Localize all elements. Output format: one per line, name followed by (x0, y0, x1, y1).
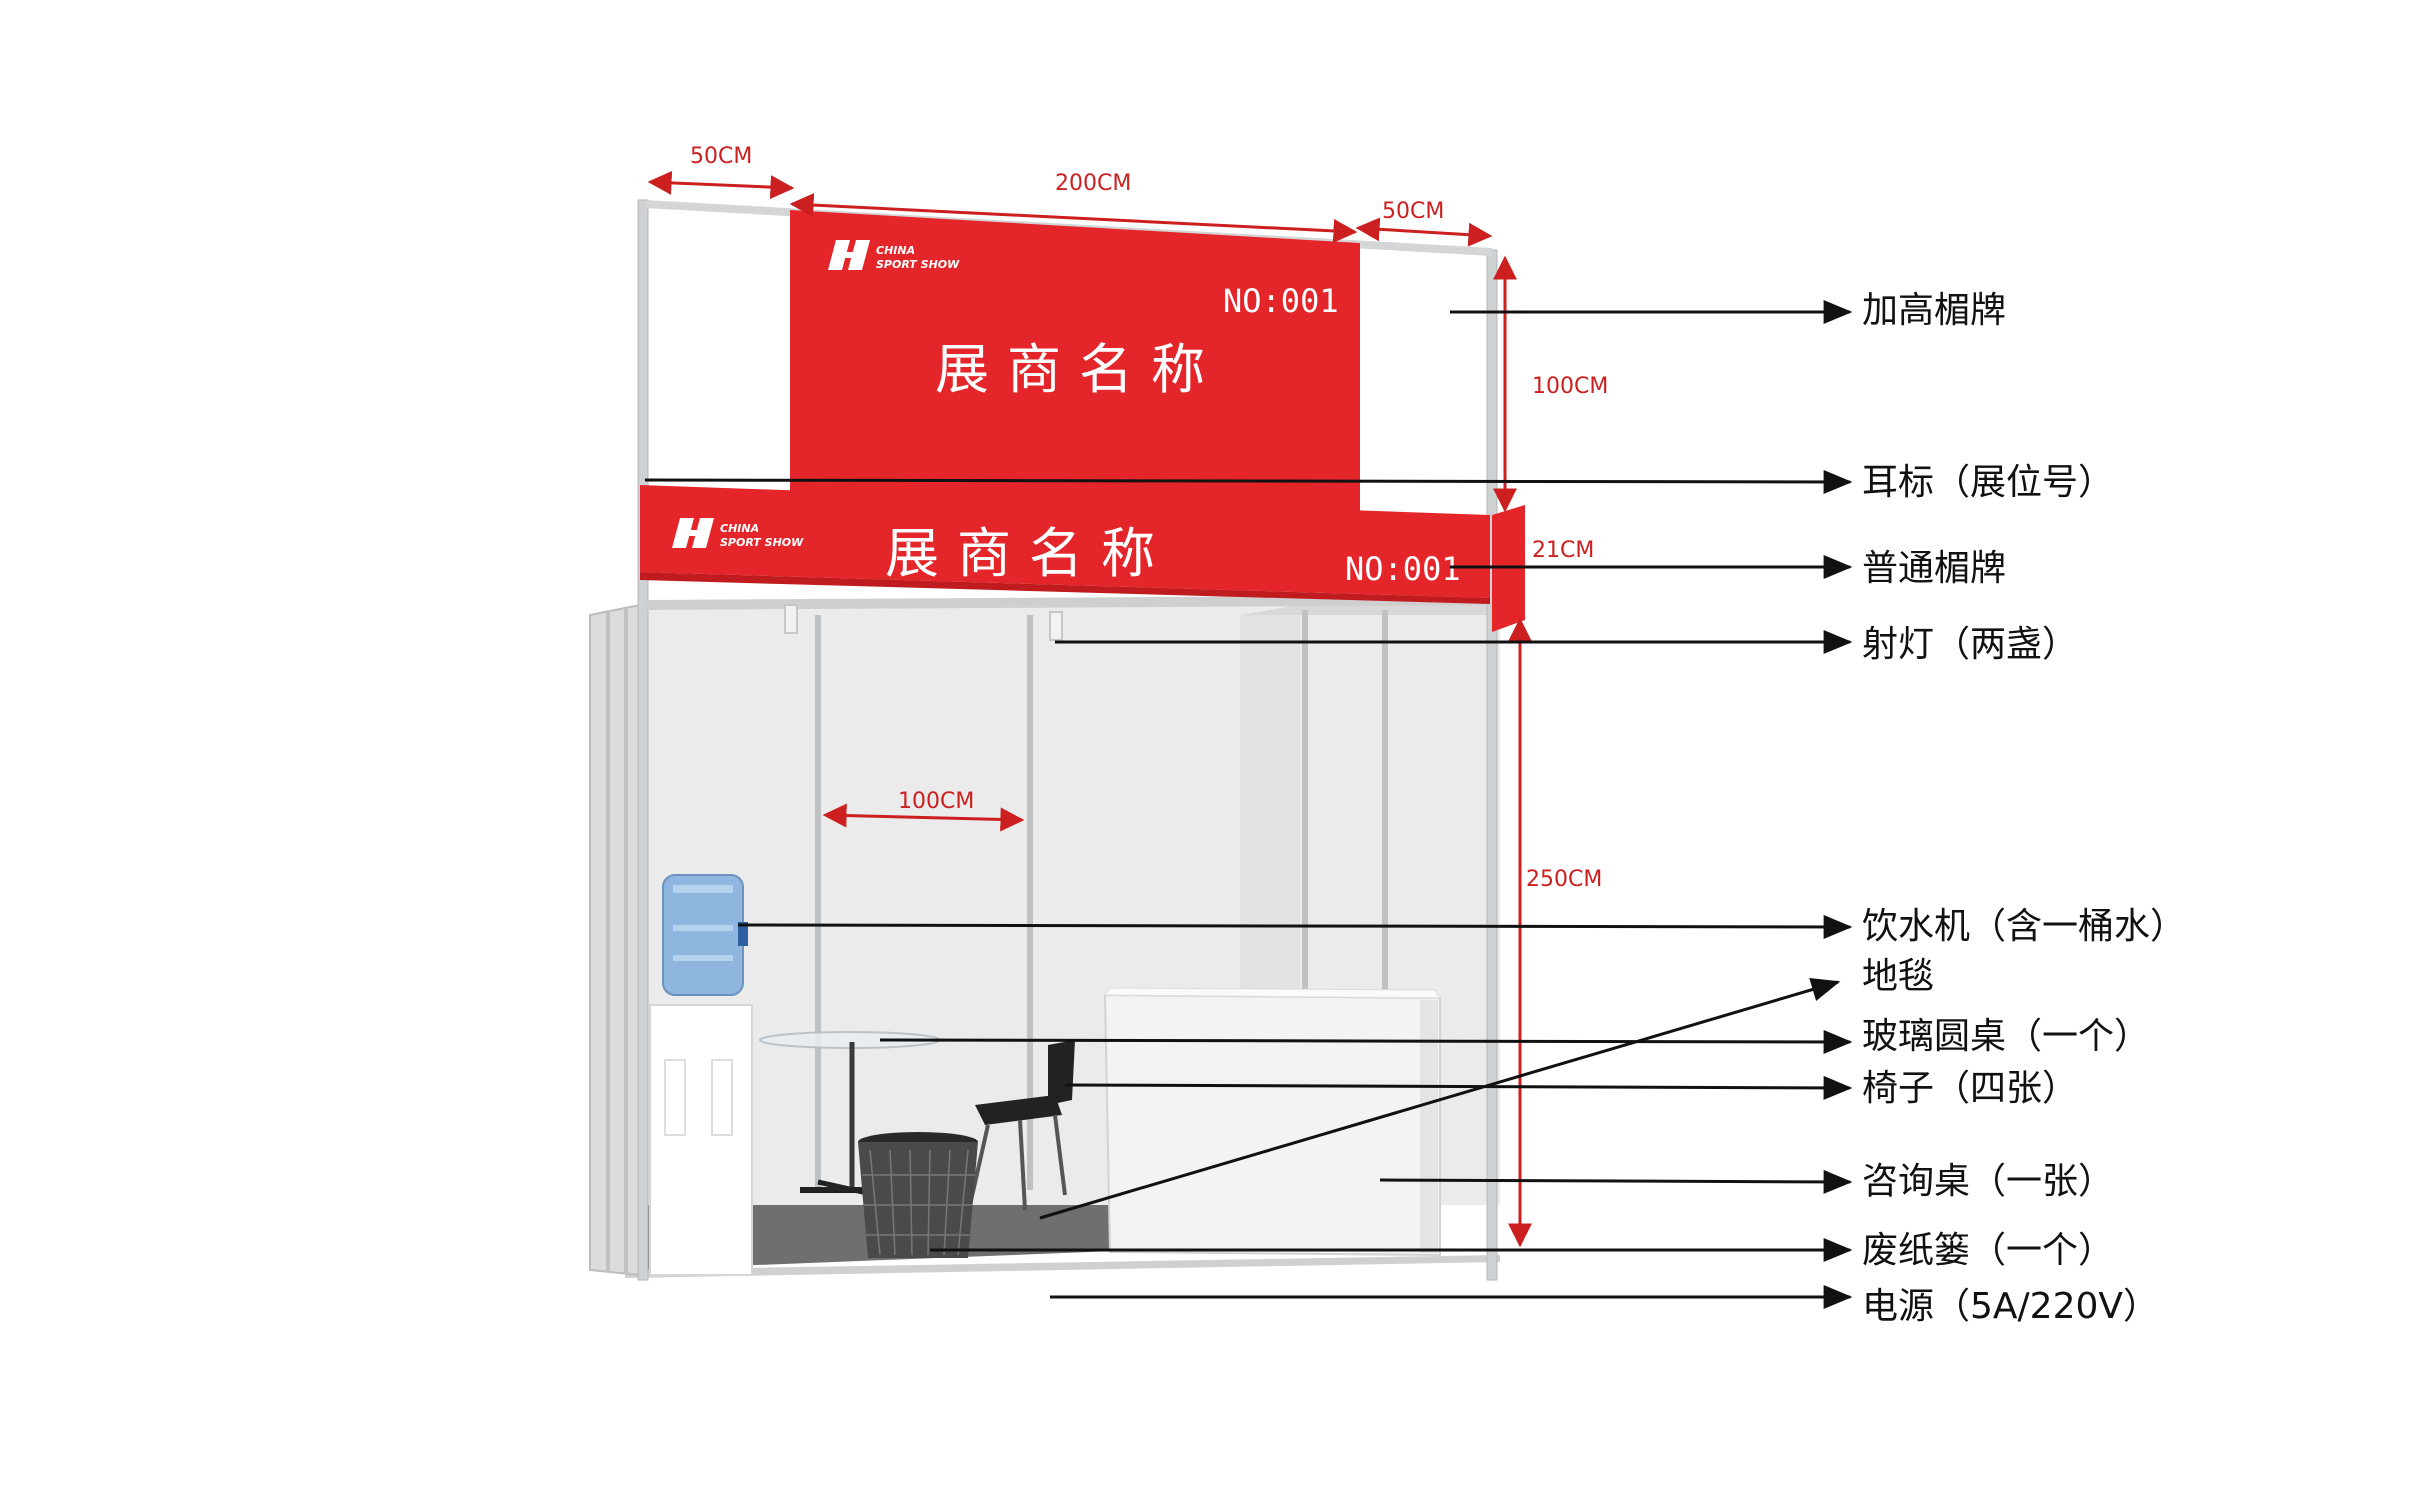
water-dispenser (649, 874, 753, 1276)
spotlights (784, 604, 1063, 641)
dim-panel-width: 100CM (898, 789, 974, 814)
dim-center-width: 200CM (1055, 171, 1131, 196)
label-chairs: 椅子（四张） (1862, 1068, 2078, 1109)
leader-glass-table (879, 1029, 1853, 1054)
leader-info-desk (1379, 1169, 1853, 1194)
dimensions (647, 170, 1532, 1248)
label-raised-fascia: 加高楣牌 (1862, 290, 2006, 331)
regular-fascia-exhibitor-name: 展商名称 (885, 522, 1173, 585)
label-carpet: 地毯 (1862, 956, 1934, 997)
front-left-post (637, 199, 649, 1281)
leader-chairs (1064, 1075, 1853, 1100)
chair (968, 1040, 1075, 1211)
info-desk (1103, 987, 1441, 1257)
dim-left-ext: 50CM (690, 144, 752, 169)
dim-regular-fascia-height: 21CM (1532, 538, 1594, 563)
raised-fascia-exhibitor-name: 展商名称 (935, 338, 1223, 401)
floor-front-edge (625, 1255, 1500, 1278)
label-water-dispenser: 饮水机（含一桶水） (1862, 906, 2186, 947)
inner-top-rail (645, 595, 1495, 610)
left-side-wall (589, 603, 641, 1277)
logo-line2: SPORT SHOW (720, 536, 804, 549)
dim-line-right (1355, 217, 1493, 247)
dim-line-panel (822, 803, 1025, 832)
waste-basket (858, 1132, 978, 1258)
leader-ear-tag (644, 469, 1853, 494)
regular-fascia-booth-no: NO:001 (1345, 550, 1461, 588)
logo-line1: CHINA (720, 522, 759, 535)
raised-fascia-booth-no: NO:001 (1223, 282, 1339, 320)
callout-labels: 加高楣牌 耳标（展位号） 普通楣牌 射灯（两盏） 饮水机（含一桶水） 地毯 玻璃… (1862, 290, 2186, 1327)
leader-water-dispenser (737, 914, 1853, 939)
dim-fascia-height: 100CM (1532, 374, 1608, 399)
label-regular-fascia: 普通楣牌 (1862, 548, 2006, 589)
dim-line-center (789, 193, 1358, 243)
regular-fascia: CHINA SPORT SHOW 展商名称 NO:001 (640, 485, 1490, 604)
raised-fascia-logo: CHINA SPORT SHOW (828, 240, 960, 271)
leader-carpet (1039, 977, 1841, 1220)
logo-line1: CHINA (876, 244, 915, 257)
callout-lines (644, 300, 1853, 1309)
label-info-desk: 咨询桌（一张） (1862, 1161, 2114, 1202)
label-spotlights: 射灯（两盏） (1862, 624, 2078, 665)
label-power: 电源（5A/220V） (1862, 1286, 2159, 1327)
label-glass-table: 玻璃圆桌（一个） (1862, 1016, 2150, 1057)
dim-line-left (647, 170, 795, 200)
label-waste-basket: 废纸篓（一个） (1862, 1230, 2114, 1271)
dim-right-ext: 50CM (1382, 199, 1444, 224)
regular-fascia-logo: CHINA SPORT SHOW (672, 518, 804, 549)
raised-fascia: CHINA SPORT SHOW NO:001 展商名称 (790, 210, 1360, 525)
logo-line2: SPORT SHOW (876, 258, 960, 271)
front-right-post (1486, 249, 1498, 1281)
dim-booth-height: 250CM (1526, 867, 1602, 892)
label-ear-tag: 耳标（展位号） (1862, 462, 2114, 503)
